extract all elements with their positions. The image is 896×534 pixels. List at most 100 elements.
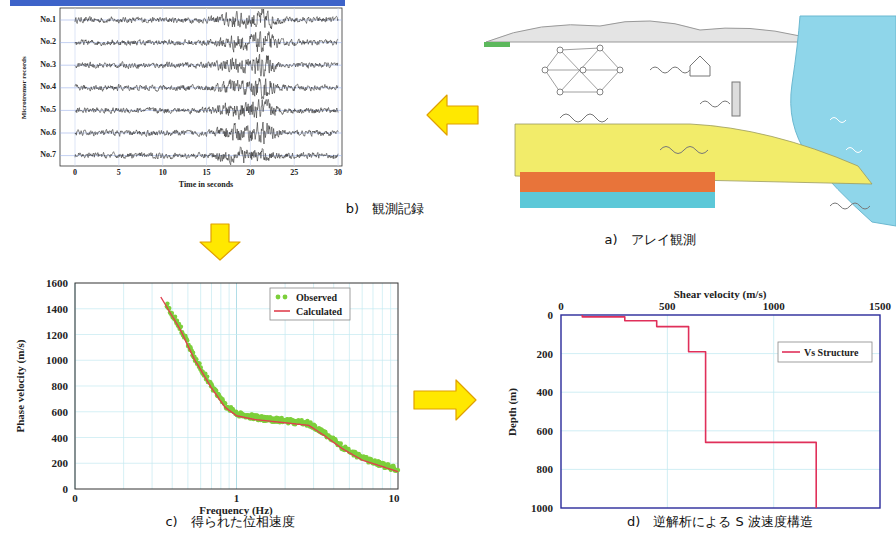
wave [560,114,608,122]
grid-line [75,386,398,387]
tick-label: 600 [537,425,554,437]
waveform [75,122,338,144]
tick-label: 500 [659,300,676,312]
tick-label: 400 [52,432,69,444]
legend-sample [283,295,288,300]
axis-title: Depth (m) [506,388,518,436]
axis-title: Frequency (Hz) [199,504,272,516]
tick-label: 1000 [46,354,68,366]
trace-label: No.2 [40,38,56,47]
axis-title: Microtremor records [20,57,28,120]
array-stations [542,45,623,95]
tick-label: 200 [537,348,554,360]
wave [700,101,730,107]
panel-caption: d) 逆解析による S 波速度構造 [627,513,813,531]
legend-text: Observed [296,292,337,303]
plot-frame [561,315,880,508]
waveform [75,99,338,119]
station [557,47,563,53]
flow-arrow [427,95,478,135]
tick-label: 10 [159,169,167,178]
wave [650,67,690,73]
tick-label: 25 [290,169,298,178]
station [542,67,548,73]
house [690,56,710,76]
observed-point [339,441,343,445]
trace-label: No.7 [40,151,56,160]
array-network [545,48,620,92]
calculated-curve [161,297,398,472]
waves [560,67,870,209]
trace-label: No.5 [40,106,56,115]
tick-label: 15 [203,169,211,178]
grid-line [75,437,398,438]
tick-label: 1500 [869,300,891,312]
tick-label: 0 [73,169,77,178]
legend-sample [276,295,281,300]
tick-label: 800 [537,463,554,475]
tick-label: 20 [246,169,254,178]
legend-text: Calculated [296,306,342,317]
plot-frame [75,283,398,489]
tick-label: 1 [234,492,240,504]
tick-label: 600 [52,406,69,418]
wave [660,147,708,154]
figure-panel: a) アレイ観測 [480,0,896,252]
trace-label: No.1 [40,16,56,25]
plot-area [561,315,880,508]
tick-label: 10 [389,492,400,504]
plot-area [75,283,398,489]
grid-line [561,430,880,431]
trace-label: No.6 [40,129,56,138]
flow-arrow [414,380,476,420]
sea-wave [830,118,862,153]
panel-caption: b) 観測記録 [346,200,424,218]
station [597,45,603,51]
station [557,89,563,95]
axis-title: Phase velocity (m/s) [14,340,26,433]
green-patch [484,42,510,47]
legend-text: Vs Structure [804,347,859,358]
grid-line [667,315,668,508]
tick-label: 400 [537,386,554,398]
axis-title: Shear velocity (m/s) [674,288,767,300]
legend-sample [782,351,800,353]
trace-label: No.4 [40,83,56,92]
tick-label: 5 [117,169,121,178]
tower [732,82,740,116]
tick-label: 1000 [531,502,553,514]
wave [830,203,870,209]
tick-label: 1000 [763,300,785,312]
station [580,67,586,73]
grid-line [75,360,398,361]
tick-label: 30 [334,169,342,178]
tick-label: 800 [52,380,69,392]
waveform [75,147,338,165]
station [617,67,623,73]
waveform [75,54,338,76]
grid-line [75,8,76,166]
grid-line [75,334,398,335]
grid-line [561,392,880,393]
tick-label: 1200 [46,329,68,341]
tick-label: 0 [72,492,78,504]
grid-line [773,315,774,508]
tick-label: 1400 [46,303,68,315]
orange-layer [520,172,715,192]
cyan-layer [520,192,715,208]
axis-title: Time in seconds [179,181,234,190]
legend-box [778,342,872,362]
tick-label: 0 [63,483,69,495]
legend-sample [274,310,290,312]
sea [791,16,896,226]
waveform [75,32,338,53]
tick-label: 0 [548,309,554,321]
grid-line [561,469,880,470]
waveform [75,9,338,29]
waveform [75,78,338,99]
tick-label: 1600 [46,277,68,289]
station [597,89,603,95]
array-lines [545,48,620,92]
